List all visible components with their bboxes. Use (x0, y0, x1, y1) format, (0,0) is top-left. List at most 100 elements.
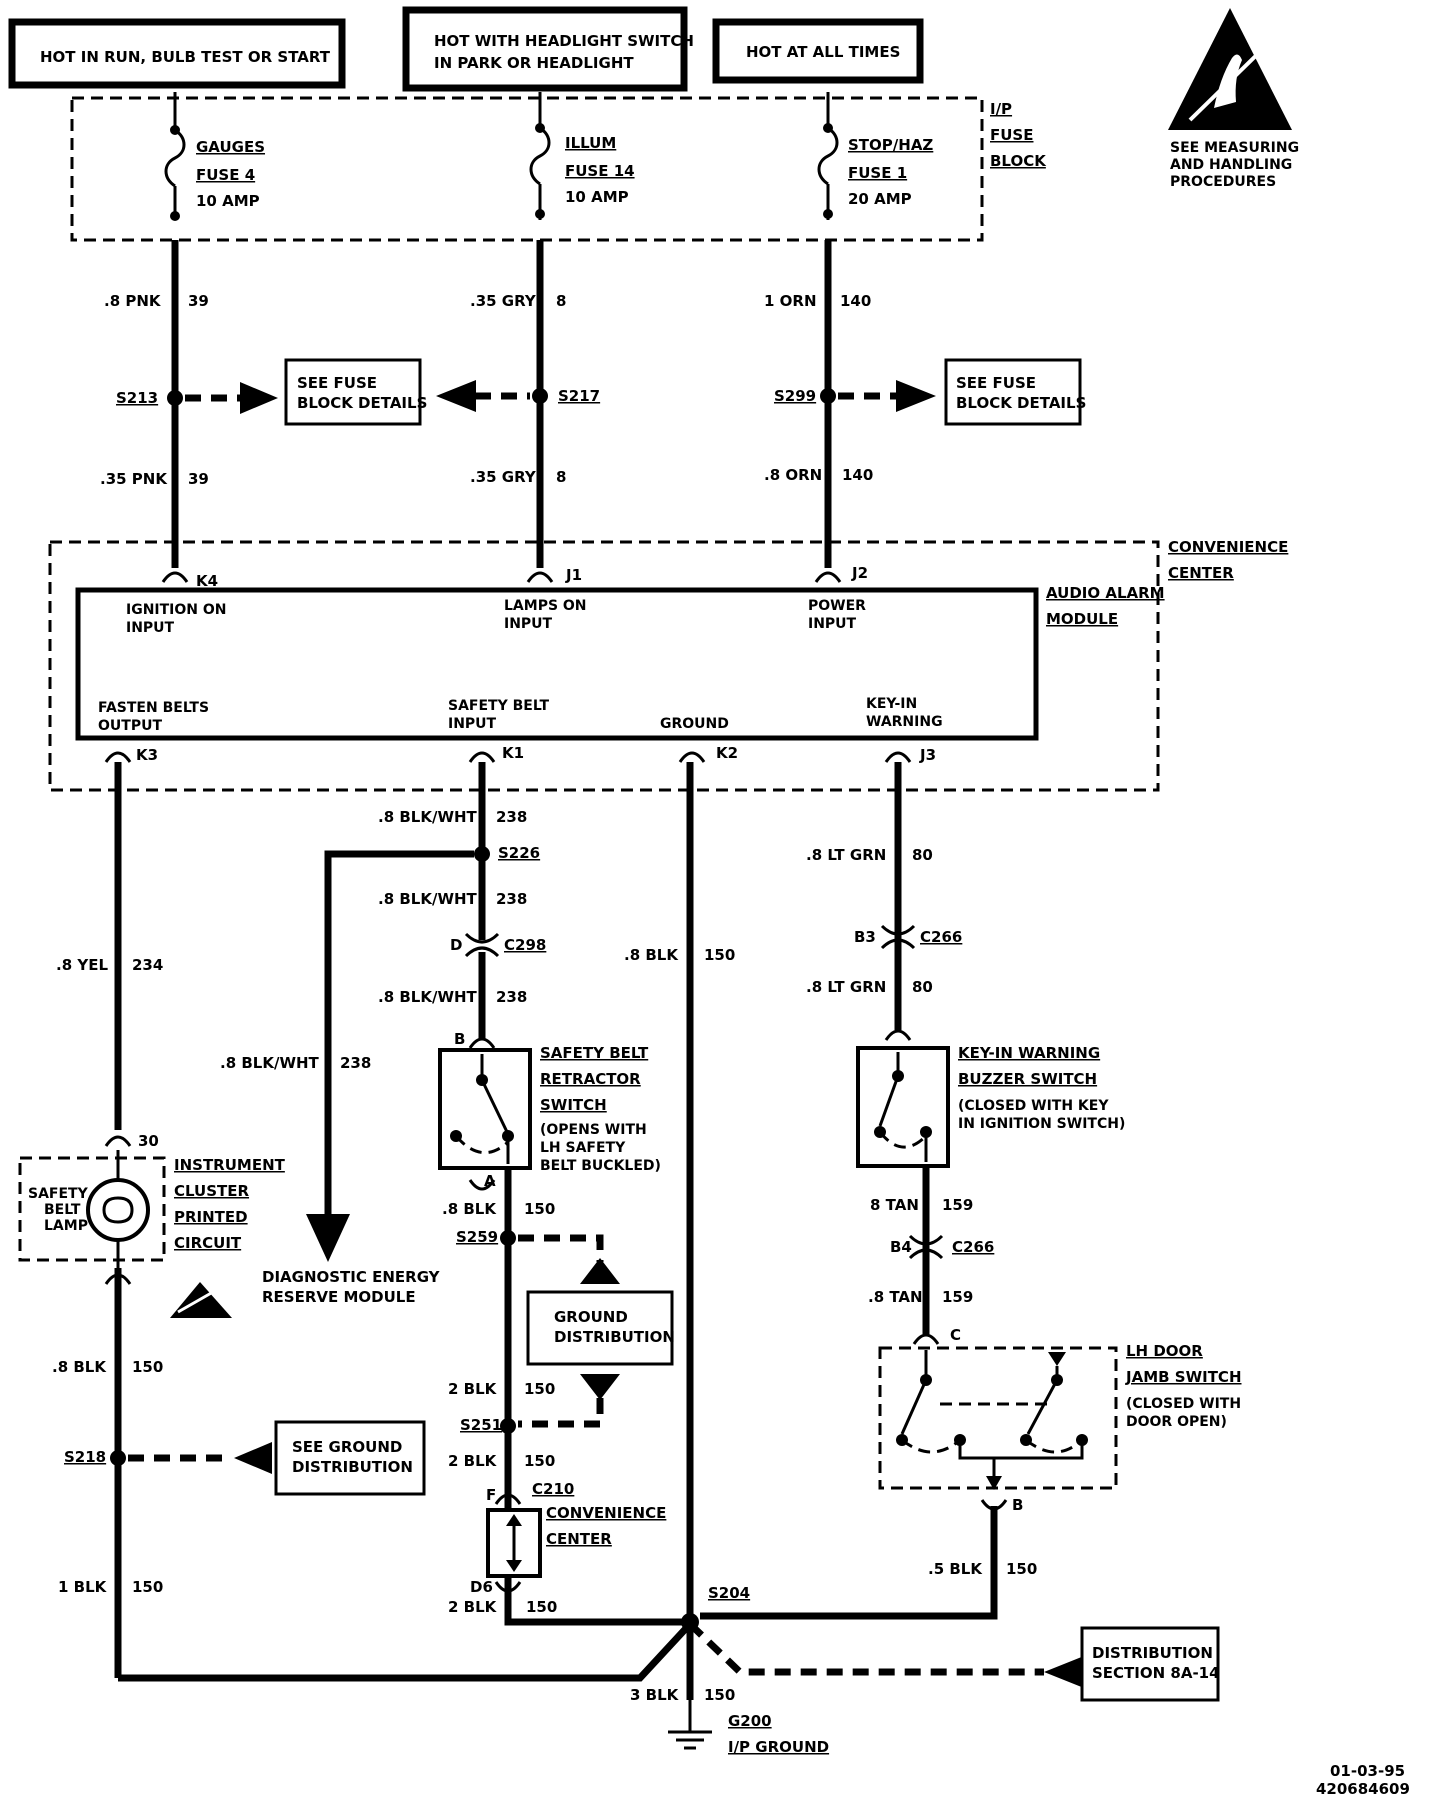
door-label-3: (CLOSED WITH (1126, 1396, 1241, 1412)
connector-b-belt: B (454, 1030, 465, 1048)
wire-label-orn-top: 1 ORN (764, 292, 817, 310)
header-always: HOT AT ALL TIMES (712, 18, 924, 84)
svg-text:DISTRIBUTION: DISTRIBUTION (554, 1328, 675, 1346)
cluster-label-4: CIRCUIT (174, 1234, 242, 1252)
wire-label-blkwht-a: .8 BLK/WHT (378, 808, 478, 826)
fasten-output-1: FASTEN BELTS (98, 700, 209, 716)
lamp-filament-icon (102, 1196, 134, 1224)
wire-num-tan-a: 159 (942, 1196, 973, 1214)
wire-label-yel: .8 YEL (56, 956, 108, 974)
pin-j1: J1 (565, 566, 582, 584)
svg-text:10 AMP: 10 AMP (196, 192, 260, 210)
svg-text:SECTION 8A-14: SECTION 8A-14 (1092, 1664, 1220, 1682)
svg-text:ILLUM: ILLUM (565, 134, 616, 152)
convenience-label-1: CONVENIENCE (1168, 538, 1288, 556)
wire-label-blk-b: 2 BLK (448, 1380, 498, 1398)
wire-label-tan-a: 8 TAN (870, 1196, 919, 1214)
arrow-down-icon (580, 1374, 620, 1400)
splice-s251 (500, 1418, 516, 1434)
splice-s218-label: S218 (64, 1448, 106, 1466)
audio-alarm-label-1: AUDIO ALARM (1046, 584, 1165, 602)
splice-s217 (532, 388, 548, 404)
pin-k3-icon (104, 751, 132, 763)
fuse-block-label-1: I/P (990, 100, 1012, 118)
wire-num-blk-d: 150 (526, 1598, 557, 1616)
wire-num-pnk-top: 39 (188, 292, 209, 310)
convenience-center-jumper (486, 1508, 542, 1578)
door-label-1: LH DOOR (1126, 1342, 1203, 1360)
connector-c266a: C266 (920, 928, 962, 946)
splice-s259 (500, 1230, 516, 1246)
pin-k4-icon (161, 571, 189, 583)
connector-c266b-icon (908, 1234, 944, 1260)
connector-f: F (486, 1486, 496, 1504)
connector-d6: D6 (470, 1578, 493, 1596)
pin-k2: K2 (716, 744, 738, 762)
wire-num-yel: 234 (132, 956, 163, 974)
pin-30-icon (104, 1135, 132, 1147)
belt-switch-label-3: SWITCH (540, 1096, 607, 1114)
wire-label-orn-bot: .8 ORN (764, 466, 822, 484)
fuse-block-label-2: FUSE (990, 126, 1033, 144)
cluster-label-1: INSTRUMENT (174, 1156, 286, 1174)
splice-s204-label: S204 (708, 1584, 750, 1602)
audio-alarm-label-2: MODULE (1046, 610, 1118, 628)
wire-blk5 (700, 1506, 998, 1620)
wire-label-blk5: .5 BLK (928, 1560, 983, 1578)
esd-note-1: SEE MEASURING (1170, 140, 1299, 156)
svg-text:GROUND: GROUND (554, 1308, 628, 1326)
wire-num-blk-b: 150 (524, 1380, 555, 1398)
key-switch-label-3: (CLOSED WITH KEY (958, 1098, 1109, 1114)
pin-j2: J2 (851, 564, 868, 582)
arrow-up-icon (580, 1258, 620, 1284)
convenience-label-2: CENTER (1168, 564, 1234, 582)
wire-num-ltgrn-b: 80 (912, 978, 933, 996)
header-run: HOT IN RUN, BULB TEST OR START (8, 18, 346, 89)
ground-label: GROUND (660, 716, 729, 732)
derm-label-2: RESERVE MODULE (262, 1288, 416, 1306)
wire-num-blkwht-d: 238 (340, 1054, 371, 1072)
fuse-gauges: GAUGES FUSE 4 10 AMP (164, 92, 265, 221)
power-input-2: INPUT (808, 616, 857, 632)
arrow-left-icon (234, 1442, 272, 1474)
pin-b-belt-icon (468, 1037, 496, 1049)
svg-text:HOT IN RUN, BULB TEST OR START: HOT IN RUN, BULB TEST OR START (40, 48, 331, 66)
pin-j1-icon (526, 571, 554, 583)
svg-text:IN PARK OR HEADLIGHT: IN PARK OR HEADLIGHT (434, 54, 634, 72)
splice-s251-label: S251 (460, 1416, 502, 1434)
door-switch-outline (878, 1346, 1118, 1490)
wire-num-blk5: 150 (1006, 1560, 1037, 1578)
splice-s299 (820, 388, 836, 404)
svg-text:SEE FUSE: SEE FUSE (297, 374, 377, 392)
wire-num-3blk: 150 (704, 1686, 735, 1704)
door-label-4: DOOR OPEN) (1126, 1414, 1227, 1430)
connector-b4: B4 (890, 1238, 912, 1256)
svg-text:SEE GROUND: SEE GROUND (292, 1438, 402, 1456)
pin-k3: K3 (136, 746, 158, 764)
splice-s218 (110, 1450, 126, 1466)
wire-num-gry-bot: 8 (556, 468, 566, 486)
wire-label-blk-left: .8 BLK (52, 1358, 107, 1376)
footer-code: 420684609 (1316, 1780, 1410, 1798)
svg-text:DISTRIBUTION: DISTRIBUTION (1092, 1644, 1213, 1662)
connector-c210: C210 (532, 1480, 574, 1498)
wire-num-ground: 150 (704, 946, 735, 964)
connector-c266a-icon (880, 924, 916, 950)
ground-icon (668, 1700, 712, 1750)
arrow-right-icon (896, 380, 936, 412)
fuse-stop-haz: STOP/HAZ FUSE 1 20 AMP (817, 92, 933, 220)
wire-num-gry-top: 8 (556, 292, 566, 310)
wire-label-1blk: 1 BLK (58, 1578, 108, 1596)
key-switch-label-4: IN IGNITION SWITCH) (958, 1116, 1125, 1132)
safety-belt-lamp-icon (86, 1178, 150, 1242)
keyin-warning-2: WARNING (866, 714, 943, 730)
belt-switch-label-5: LH SAFETY (540, 1140, 626, 1156)
wire-label-tan-b: .8 TAN (868, 1288, 923, 1306)
pin-k2-icon (678, 751, 706, 763)
keyin-warning-1: KEY-IN (866, 696, 917, 712)
audio-alarm-module (75, 587, 1039, 741)
lamps-input-2: INPUT (504, 616, 553, 632)
svg-text:20 AMP: 20 AMP (848, 190, 912, 208)
svg-text:STOP/HAZ: STOP/HAZ (848, 136, 933, 154)
lh-door-jamb-switch (896, 1350, 1088, 1490)
